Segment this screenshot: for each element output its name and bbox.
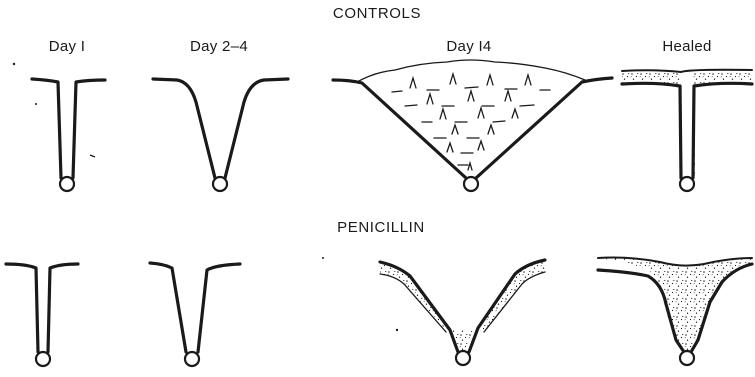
wound-control-day-1: [32, 79, 105, 191]
wound-penicillin-healed: [598, 258, 752, 366]
wound-penicillin-day-14: [380, 260, 545, 365]
wound-control-day-14: [333, 60, 612, 191]
wound-control-day-2-4: [153, 79, 288, 191]
wound-control-healed: [622, 70, 752, 191]
wound-penicillin-day-1: [6, 264, 78, 366]
wound-penicillin-day-2-4: [150, 263, 240, 366]
